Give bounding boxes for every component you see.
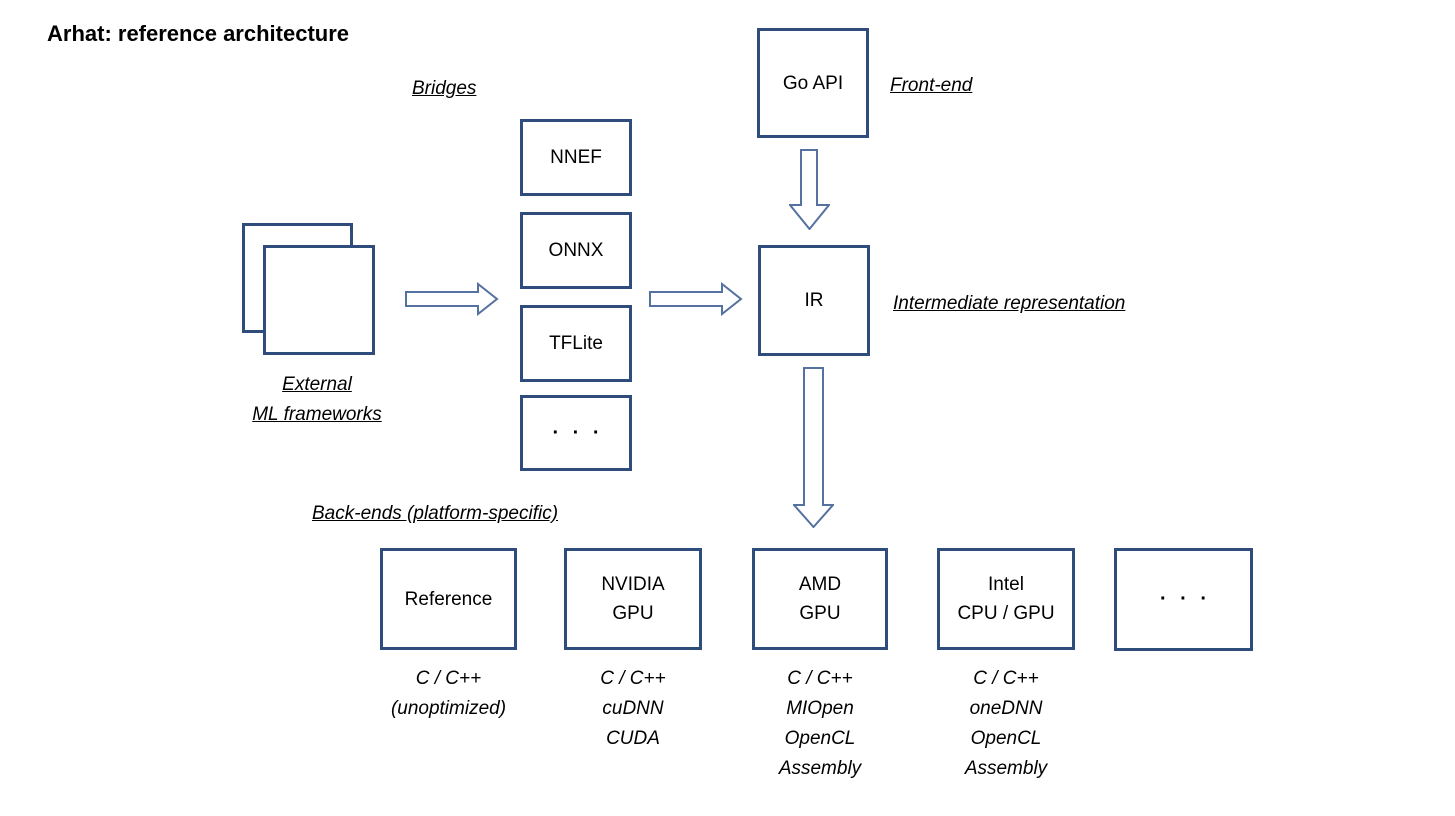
backend-box-amd-label: AMD [798,574,842,595]
ir-box: IR [758,245,870,356]
bridge-box-onnx-label: ONNX [548,240,604,261]
backend-box-ellipsis: · · · [1114,548,1253,651]
bridge-box-ellipsis-label: · · · [552,421,604,444]
backend-group-reference: Reference C / C++ (unoptimized) [380,548,517,724]
backend-tech-reference: C / C++ (unoptimized) [390,668,507,719]
backend-group-ellipsis: · · · [1114,548,1253,651]
backend-box-ellipsis-label: · · · [1159,588,1212,610]
bridge-box-nnef: NNEF [520,119,632,196]
backend-box-reference: Reference [380,548,517,650]
backends-label: Back-ends (platform-specific) [312,503,559,524]
arrow-down-goapi-to-ir-icon [789,149,830,230]
front-end-label: Front-end [890,75,973,96]
front-end-box-go-api: Go API [757,28,869,138]
backend-tech-intel-cpu-gpu: C / C++ oneDNN OpenCL Assembly [964,668,1048,779]
external-ml-line2: ML frameworks [252,404,382,425]
external-ml-line1: External [282,374,352,395]
bridge-box-ellipsis: · · · [520,395,632,471]
backend-box-amd-gpu: AMD GPU [752,548,888,650]
bridge-box-tflite: TFLite [520,305,632,382]
backend-box-reference-label: Reference [404,588,493,610]
backend-box-nvidia-label: NVIDIA [601,574,665,595]
backend-box-nvidia-gpu: NVIDIA GPU [564,548,702,650]
bridges-label: Bridges [412,78,477,99]
backend-group-intel-cpu-gpu: Intel CPU / GPU C / C++ oneDNN OpenCL As… [937,548,1075,784]
external-ml-frameworks-label: External ML frameworks [226,370,408,430]
go-api-label: Go API [782,72,844,94]
backend-box-intel-cpu-gpu: Intel CPU / GPU [937,548,1075,650]
arrow-right-bridges-to-ir-icon [649,282,743,316]
arrow-right-frameworks-to-bridges-icon [405,282,499,316]
bridge-box-nnef-label: NNEF [550,147,602,168]
arrow-down-ir-to-backends-icon [793,367,834,528]
external-frameworks-square-front [263,245,375,355]
backend-group-nvidia-gpu: NVIDIA GPU C / C++ cuDNN CUDA [564,548,702,754]
ir-label: IR [804,290,824,311]
bridge-box-onnx: ONNX [520,212,632,289]
intermediate-representation-label: Intermediate representation [893,293,1126,314]
backend-tech-nvidia-gpu: C / C++ cuDNN CUDA [600,668,666,749]
backend-box-intel-label: Intel [988,574,1024,595]
backend-group-amd-gpu: AMD GPU C / C++ MIOpen OpenCL Assembly [752,548,888,784]
bridge-box-tflite-label: TFLite [549,333,603,354]
page-title: Arhat: reference architecture [47,21,350,46]
backend-tech-amd-gpu: C / C++ MIOpen OpenCL Assembly [778,668,862,779]
